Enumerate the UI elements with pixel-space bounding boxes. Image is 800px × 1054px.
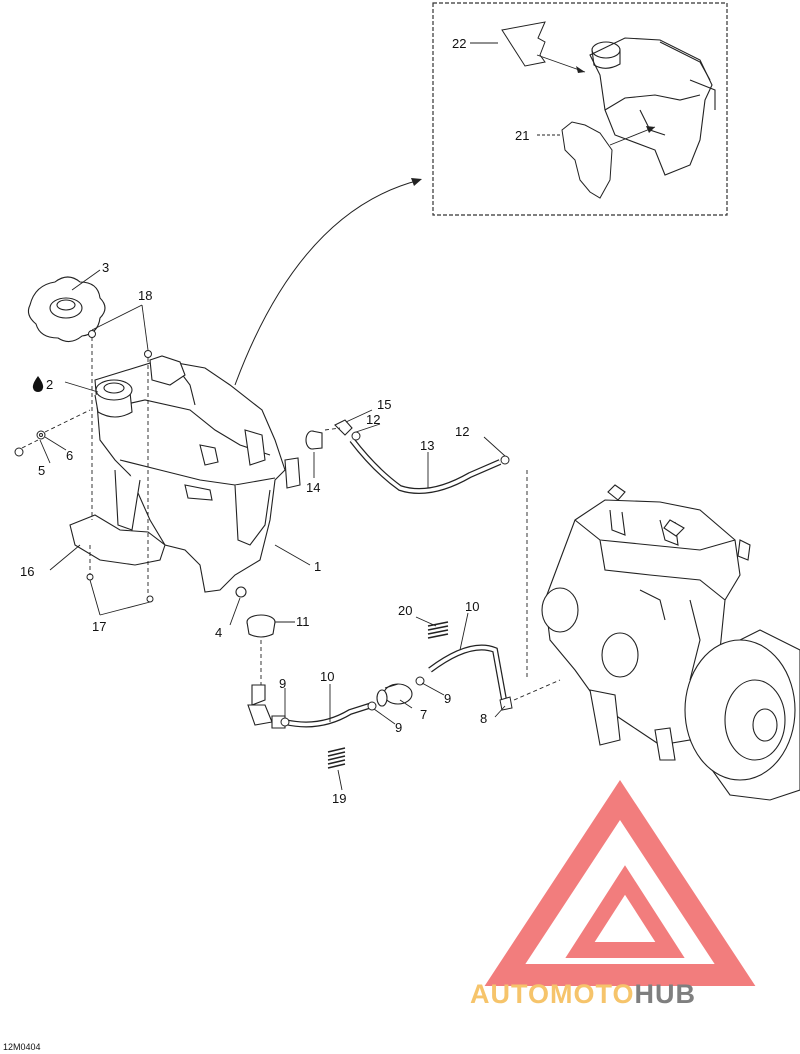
oil-cap [27,276,106,343]
oil-drop-icon [32,376,44,392]
callout-22: 22 [452,36,466,51]
callout-11: 11 [296,614,310,629]
inset-detail: 22 21 [432,2,728,216]
assembly-lines [21,337,561,701]
callout-15: 15 [377,397,391,412]
watermark-brand-main: AUTOMOTO [470,979,635,1009]
spring-19 [327,747,346,769]
callout-21: 21 [515,128,529,143]
filler-neck [94,379,133,418]
callout-19: 19 [332,791,346,806]
drawing-code: 12M0404 [3,1042,41,1052]
callout-4: 4 [215,625,222,640]
callouts: 1 2 3 4 5 6 7 8 9 9 9 10 10 11 12 12 13 … [20,260,487,806]
engine [541,484,800,801]
callout-12-left: 12 [366,412,380,427]
watermark-brand-hub: HUB [635,979,697,1009]
callout-1: 1 [314,559,321,574]
guard-plate [69,514,166,566]
fitting-15 [334,419,353,436]
detail-arrow [234,179,421,386]
decal-22 [501,21,546,67]
elbow-fitting [247,684,286,729]
watermark-triangle [484,779,756,986]
callout-13: 13 [420,438,434,453]
decal-21 [561,121,613,199]
spring-20 [427,621,449,639]
clamps [280,431,513,727]
grommet-4 [235,586,247,598]
callout-10-upper: 10 [465,599,479,614]
watermark-inner-mark [565,865,685,958]
callout-8: 8 [480,711,487,726]
callout-9-right: 9 [444,691,451,706]
callout-20: 20 [398,603,412,618]
watermark-logo [484,779,756,986]
callout-14: 14 [306,480,320,495]
oil-tank [94,355,301,593]
fuel-filter-7 [376,683,413,707]
callout-10-lower: 10 [320,669,334,684]
callout-7: 7 [420,707,427,722]
grommet-11 [246,614,276,638]
hose-10-upper [428,644,508,706]
callout-3: 3 [102,260,109,275]
callout-2: 2 [46,377,53,392]
callout-9-left: 9 [279,676,286,691]
callout-16: 16 [20,564,34,579]
callout-9-mid: 9 [395,720,402,735]
grommet-14 [305,430,323,450]
callout-18: 18 [138,288,152,303]
callout-6: 6 [66,448,73,463]
watermark-text: AUTOMOTOHUB [470,979,696,1009]
inset-frame [432,2,728,216]
callout-17: 17 [92,619,106,634]
leader-lines [39,269,506,791]
callout-12-right: 12 [455,424,469,439]
inset-tank [589,37,716,176]
callout-5: 5 [38,463,45,478]
